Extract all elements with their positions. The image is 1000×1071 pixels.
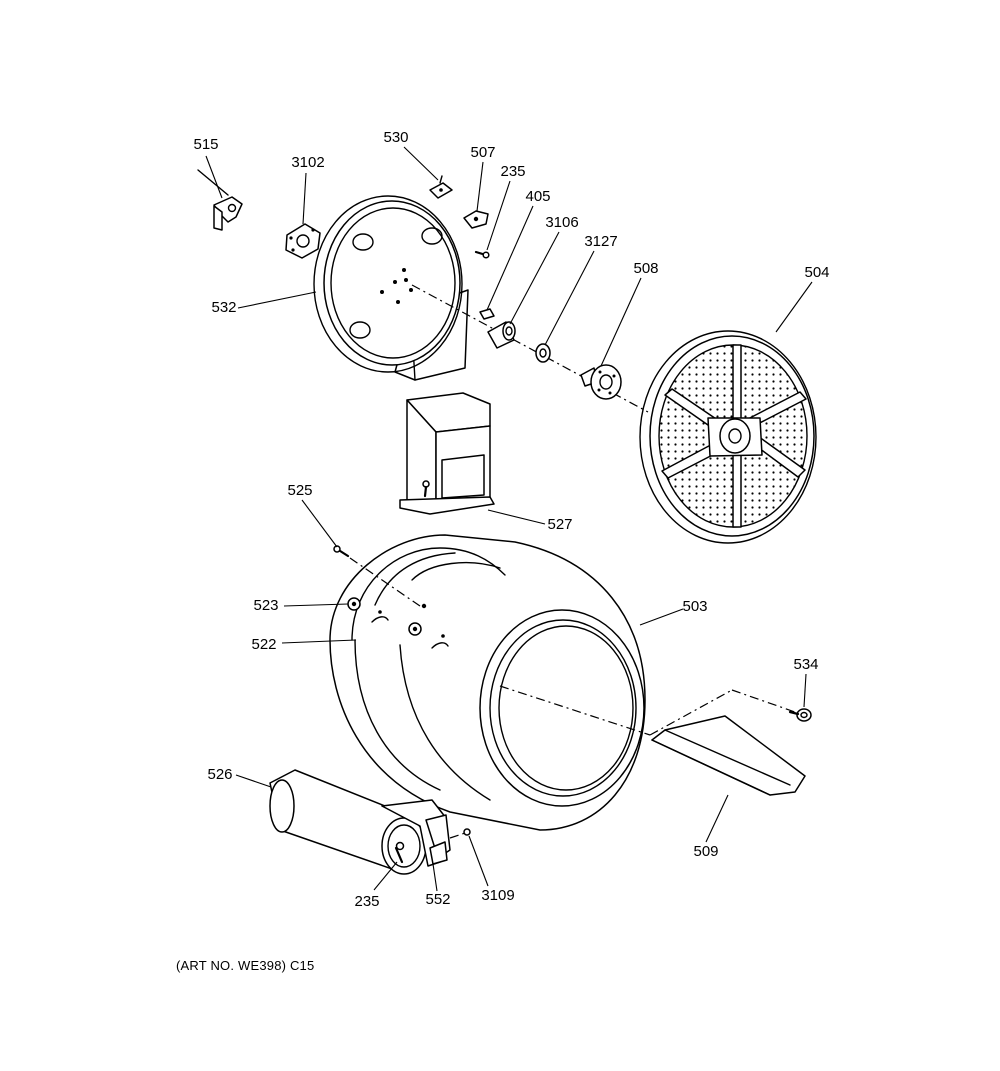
label-508: 508 bbox=[633, 260, 659, 277]
label-503: 503 bbox=[682, 598, 708, 615]
label-235-bottom: 235 bbox=[354, 893, 380, 910]
part-507-thermostat bbox=[463, 210, 489, 229]
label-405: 405 bbox=[525, 188, 551, 205]
label-525: 525 bbox=[287, 482, 313, 499]
label-530: 530 bbox=[383, 129, 409, 146]
part-534-glide bbox=[788, 708, 812, 722]
label-532: 532 bbox=[211, 299, 237, 316]
part-504-drum-head bbox=[639, 330, 817, 544]
part-235-screw-top bbox=[474, 250, 490, 259]
part-508-hub bbox=[580, 364, 622, 400]
part-235-screw-bottom bbox=[394, 841, 405, 864]
part-509-slide bbox=[651, 715, 806, 796]
part-525-screw bbox=[333, 545, 427, 609]
label-552: 552 bbox=[425, 891, 451, 908]
part-3106-bearing bbox=[487, 321, 516, 349]
part-527-duct bbox=[399, 392, 495, 515]
label-522: 522 bbox=[251, 636, 277, 653]
leader-lines bbox=[205, 146, 813, 892]
part-503-drum bbox=[329, 534, 646, 831]
label-526: 526 bbox=[207, 766, 233, 783]
label-504: 504 bbox=[804, 264, 830, 281]
label-3102: 3102 bbox=[291, 154, 325, 171]
label-3127: 3127 bbox=[584, 233, 618, 250]
label-509: 509 bbox=[693, 843, 719, 860]
part-3109-screw bbox=[449, 828, 471, 839]
part-532-bulkhead bbox=[313, 195, 469, 381]
label-235-top: 235 bbox=[500, 163, 526, 180]
part-552-bracket bbox=[429, 841, 448, 865]
part-515-clip bbox=[197, 169, 243, 231]
part-3102-plate bbox=[285, 223, 321, 259]
label-507: 507 bbox=[470, 144, 496, 161]
label-3106: 3106 bbox=[545, 214, 579, 231]
part-405-bolt bbox=[479, 308, 495, 320]
label-527: 527 bbox=[547, 516, 573, 533]
art-number-caption: (ART NO. WE398) C15 bbox=[176, 958, 315, 973]
label-515: 515 bbox=[193, 136, 219, 153]
part-3127-washer bbox=[535, 343, 551, 363]
part-530-bracket bbox=[429, 175, 453, 199]
label-534: 534 bbox=[793, 656, 819, 673]
label-3109: 3109 bbox=[481, 887, 515, 904]
label-523: 523 bbox=[253, 597, 279, 614]
